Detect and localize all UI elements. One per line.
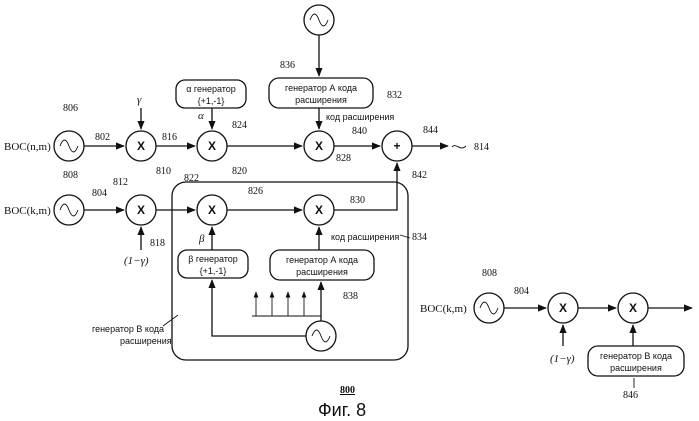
multiply-symbol: X bbox=[137, 139, 145, 153]
input-boc-km: BOC(k,m) bbox=[4, 205, 51, 217]
ref-826: 826 bbox=[248, 186, 263, 197]
ref-802: 802 bbox=[95, 132, 110, 143]
ref-834: 834 bbox=[412, 232, 427, 243]
beta-generator-label: β генератор bbox=[188, 254, 238, 264]
gen-b-right-label2: расширения bbox=[610, 363, 662, 373]
ref-832: 832 bbox=[387, 90, 402, 101]
gen-a-top-label2: расширения bbox=[295, 95, 347, 105]
ref-814: 814 bbox=[474, 142, 489, 153]
input-boc-nm: BOC(n,m) bbox=[4, 141, 51, 153]
figure-caption: Фиг. 8 bbox=[318, 400, 366, 420]
beta-symbol: β bbox=[198, 233, 205, 245]
input-boc-km-2: BOC(k,m) bbox=[420, 303, 467, 315]
spread-code-top-label: код расширения bbox=[326, 112, 394, 122]
ref-808b: 808 bbox=[482, 268, 497, 279]
ref-824: 824 bbox=[232, 120, 247, 131]
add-symbol: + bbox=[393, 139, 400, 153]
ref-846: 846 bbox=[623, 390, 638, 401]
gen-a-top-label: генератор А кода bbox=[285, 83, 357, 93]
ref-812: 812 bbox=[113, 177, 128, 188]
multiply-symbol: X bbox=[629, 301, 637, 315]
alpha-generator-values: {+1,-1} bbox=[198, 96, 225, 106]
gamma-symbol: γ bbox=[137, 94, 142, 106]
ref-840: 840 bbox=[352, 126, 367, 137]
beta-generator-values: {+1,-1} bbox=[200, 266, 227, 276]
multiply-symbol: X bbox=[315, 203, 323, 217]
ref-822: 822 bbox=[184, 173, 199, 184]
gen-b-right-label: генератор В кода bbox=[600, 351, 672, 361]
ref-844: 844 bbox=[423, 125, 438, 136]
alpha-symbol: α bbox=[198, 110, 204, 122]
multiply-symbol: X bbox=[315, 139, 323, 153]
ref-804: 804 bbox=[92, 188, 107, 199]
multiply-symbol: X bbox=[208, 139, 216, 153]
ref-818: 818 bbox=[150, 238, 165, 249]
ref-804b: 804 bbox=[514, 286, 529, 297]
multiply-symbol: X bbox=[208, 203, 216, 217]
ref-806: 806 bbox=[63, 103, 78, 114]
ref-816: 816 bbox=[162, 132, 177, 143]
gen-b-left-label2: расширения bbox=[120, 336, 172, 346]
ref-836: 836 bbox=[280, 60, 295, 71]
ref-842: 842 bbox=[412, 170, 427, 181]
ref-820: 820 bbox=[232, 166, 247, 177]
gen-a-inner-label: генератор А кода bbox=[286, 255, 358, 265]
ref-800: 800 bbox=[340, 385, 355, 396]
ref-828: 828 bbox=[336, 153, 351, 164]
spread-code-inner-label: код расширения bbox=[331, 232, 399, 242]
ref-810: 810 bbox=[156, 166, 171, 177]
ref-808: 808 bbox=[63, 170, 78, 181]
one-minus-gamma-2: (1−γ) bbox=[550, 353, 575, 365]
multiply-symbol: X bbox=[559, 301, 567, 315]
ref-830: 830 bbox=[350, 195, 365, 206]
ref-838: 838 bbox=[343, 291, 358, 302]
alpha-generator-label: α генератор bbox=[186, 84, 236, 94]
gen-a-inner-label2: расширения bbox=[296, 267, 348, 277]
one-minus-gamma: (1−γ) bbox=[124, 255, 149, 267]
multiply-symbol: X bbox=[137, 203, 145, 217]
gen-b-left-label: генератор В кода bbox=[92, 324, 164, 334]
